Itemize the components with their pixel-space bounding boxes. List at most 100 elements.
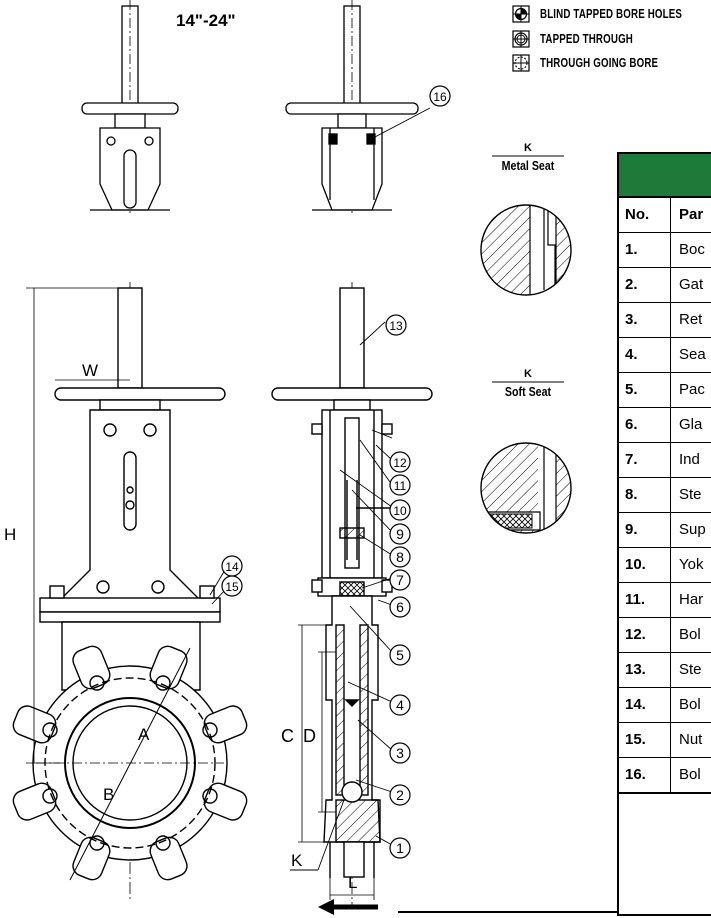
- detail-metal-label: Metal Seat: [502, 158, 555, 173]
- balloon-callout-12: 12: [389, 451, 411, 473]
- balloon-circle: [389, 499, 411, 521]
- balloon-callout-14: 14: [221, 555, 243, 577]
- parts-table-row: 2.Gat: [619, 268, 711, 303]
- part-number-cell: 7.: [619, 443, 671, 477]
- part-name-cell: Nut: [679, 731, 703, 748]
- legend-label-tapped-through: TAPPED THROUGH: [540, 32, 634, 46]
- balloon-circle: [389, 784, 411, 806]
- balloon-circle: [389, 474, 411, 496]
- balloon-callout-2: 2: [389, 784, 411, 806]
- top-right-view: [285, 0, 431, 214]
- parts-table-header-band: [619, 154, 711, 198]
- balloon-callout-10: 10: [389, 499, 411, 521]
- column-header-part: Par: [679, 206, 704, 223]
- top-left-view: [81, 0, 179, 214]
- detail-metal-seat: K Metal Seat: [480, 142, 572, 296]
- part-name-cell: Yok: [679, 556, 704, 573]
- balloon-circle: [389, 596, 411, 618]
- balloon-callout-15: 15: [221, 575, 243, 597]
- balloon-circle: [389, 644, 411, 666]
- part-name-cell: Ste: [679, 486, 702, 503]
- part-name-cell: Boc: [679, 241, 705, 258]
- legend-label-through-bore: THROUGH GOING BORE: [540, 56, 659, 70]
- part-number-cell: 16.: [619, 758, 671, 792]
- part-name-cell: Bol: [679, 696, 701, 713]
- dim-b-label: B: [103, 785, 114, 804]
- parts-table-row: 14. Bol: [619, 688, 711, 723]
- balloon-callout-9: 9: [389, 523, 411, 545]
- balloon-callout-1: 1: [389, 837, 411, 859]
- balloon-circle: [389, 523, 411, 545]
- balloon-number: 10: [393, 504, 407, 518]
- column-header-no: No.: [619, 198, 671, 232]
- detail-soft-key: K: [524, 368, 532, 380]
- part-number-cell: 3.: [619, 303, 671, 337]
- balloon-callout-16: 16: [429, 85, 451, 107]
- legend-row-tapped-through: TAPPED THROUGH: [512, 29, 659, 49]
- parts-table-row: 9.Sup: [619, 513, 711, 548]
- dim-c-label: C: [281, 726, 294, 746]
- part-number-cell: 11.: [619, 583, 671, 617]
- parts-table-row: 10. Yok: [619, 548, 711, 583]
- main-side-view: [271, 282, 433, 905]
- balloon-callout-13: 13: [385, 314, 407, 336]
- balloon-number: 1: [396, 840, 404, 856]
- parts-table-row: 3.Ret: [619, 303, 711, 338]
- balloon-circle: [389, 837, 411, 859]
- balloon-number: 2: [396, 787, 404, 803]
- detail-soft-seat: K Soft Seat: [480, 368, 572, 534]
- part-number-cell: 10.: [619, 548, 671, 582]
- parts-table-row: 16.Bol: [619, 758, 711, 794]
- main-front-view: [12, 282, 248, 900]
- detail-soft-label: Soft Seat: [505, 384, 551, 399]
- balloon-circle: [385, 314, 407, 336]
- balloon-number: 3: [396, 745, 404, 761]
- parts-table-row: 8.Ste: [619, 478, 711, 513]
- dim-l-label: L: [348, 873, 357, 892]
- part-name-cell: Ind: [679, 451, 700, 468]
- balloon-number: 8: [396, 549, 404, 565]
- part-number-cell: 6.: [619, 408, 671, 442]
- legend-row-blind-tapped: BLIND TAPPED BORE HOLES: [512, 4, 711, 24]
- balloon-callout-5: 5: [389, 644, 411, 666]
- part-name-cell: Gla: [679, 416, 703, 433]
- tapped-through-icon: [512, 30, 530, 48]
- balloon-number: 13: [389, 319, 403, 333]
- balloon-circle: [429, 85, 451, 107]
- parts-table-row: 6. Gla: [619, 408, 711, 443]
- parts-table-row: 7. Ind: [619, 443, 711, 478]
- balloon-number: 5: [396, 647, 404, 663]
- balloon-circle: [389, 742, 411, 764]
- parts-table-row: 13.Ste: [619, 653, 711, 688]
- balloon-callout-6: 6: [389, 596, 411, 618]
- balloon-circle: [389, 569, 411, 591]
- blind-tapped-bore-icon: [512, 5, 530, 23]
- part-number-cell: 4.: [619, 338, 671, 372]
- parts-table-header-row: No. Par: [619, 198, 711, 233]
- balloon-number: 9: [396, 526, 404, 542]
- balloon-circle: [221, 575, 243, 597]
- parts-table-row: 1.Boc: [619, 233, 711, 268]
- part-number-cell: 9.: [619, 513, 671, 547]
- part-name-cell: Sea: [679, 346, 706, 363]
- balloon-circle: [389, 694, 411, 716]
- dim-w-label: W: [82, 361, 98, 380]
- balloon-callout-4: 4: [389, 694, 411, 716]
- dim-a-label: A: [138, 725, 150, 744]
- part-number-cell: 14.: [619, 688, 671, 722]
- part-number-cell: 5.: [619, 373, 671, 407]
- balloon-number: 14: [225, 560, 239, 574]
- balloon-number: 12: [393, 456, 407, 470]
- size-range-label: 14"-24": [176, 11, 236, 30]
- balloon-number: 6: [396, 599, 404, 615]
- balloon-number: 15: [225, 580, 239, 594]
- detail-metal-key: K: [524, 142, 532, 154]
- legend-row-through-bore: THROUGH GOING BORE: [512, 53, 692, 73]
- part-name-cell: Ste: [679, 661, 702, 678]
- balloon-leaders: [209, 321, 393, 846]
- dim-h-label: H: [4, 525, 16, 544]
- balloon-circle: [389, 546, 411, 568]
- part-number-cell: 2.: [619, 268, 671, 302]
- parts-table-row: 15.Nut: [619, 723, 711, 758]
